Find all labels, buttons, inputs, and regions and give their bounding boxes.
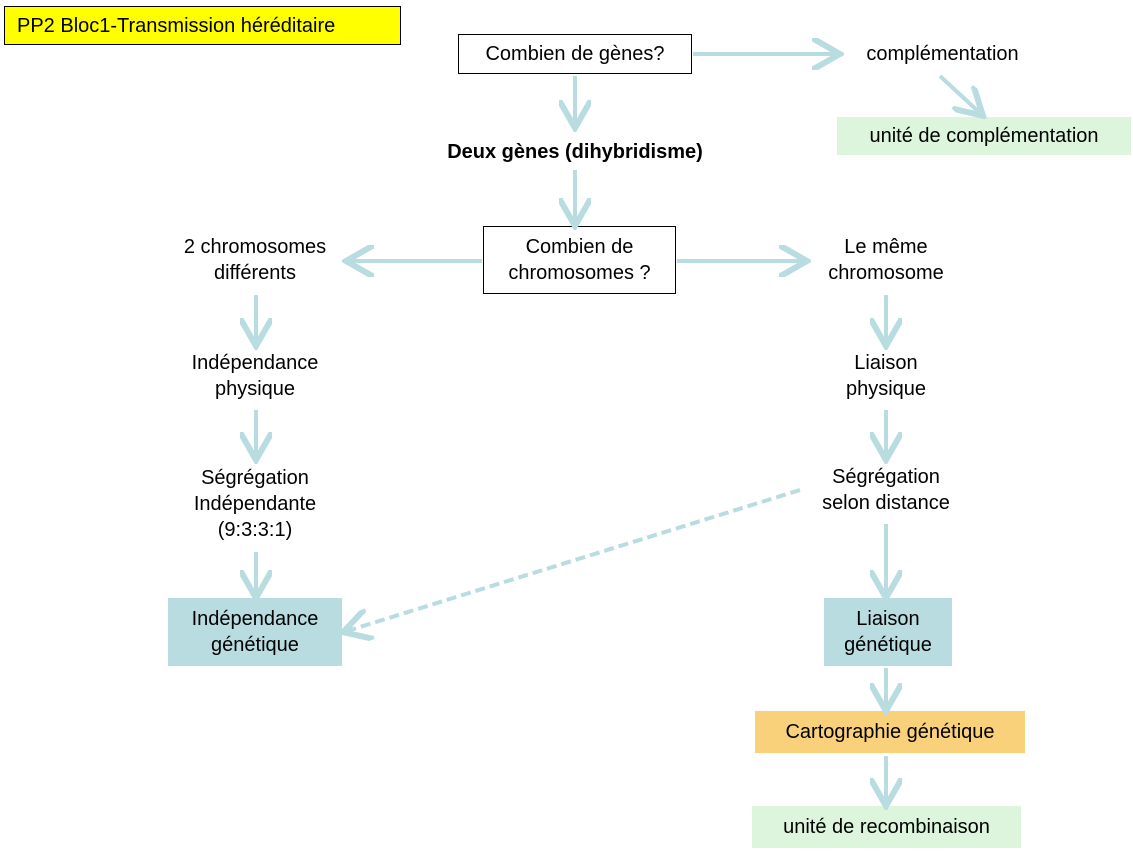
- question-chromosomes-box: Combien de chromosomes ?: [483, 226, 676, 294]
- complementation-unit-box: unité de complémentation: [837, 117, 1131, 155]
- recombination-unit-box: unité de recombinaison: [752, 806, 1021, 848]
- distance-segregation-label: Ségrégation selon distance: [822, 466, 950, 514]
- dashed-arrow-distance-to-independence: [347, 488, 801, 631]
- two-genes-label: Deux gènes (dihybridisme): [447, 141, 703, 163]
- complementation-label: complémentation: [866, 43, 1019, 65]
- arrow-complementation-to-unit: [938, 74, 980, 113]
- genetic-linkage-box: Liaison génétique: [824, 598, 952, 666]
- genetic-independence-box: Indépendance génétique: [168, 598, 342, 666]
- same-chromosome-label: Le même chromosome: [828, 236, 944, 284]
- genetic-mapping-box: Cartographie génétique: [755, 711, 1025, 753]
- physical-linkage-label: Liaison physique: [845, 352, 927, 400]
- diagram-title: PP2 Bloc1-Transmission héréditaire: [4, 6, 401, 45]
- independent-segregation-label: Ségrégation Indépendante (9:3:3:1): [193, 467, 317, 541]
- physical-independence-label: Indépendance physique: [191, 352, 319, 400]
- question-genes-box: Combien de gènes?: [458, 34, 692, 74]
- two-chromosomes-label: 2 chromosomes différents: [183, 236, 327, 284]
